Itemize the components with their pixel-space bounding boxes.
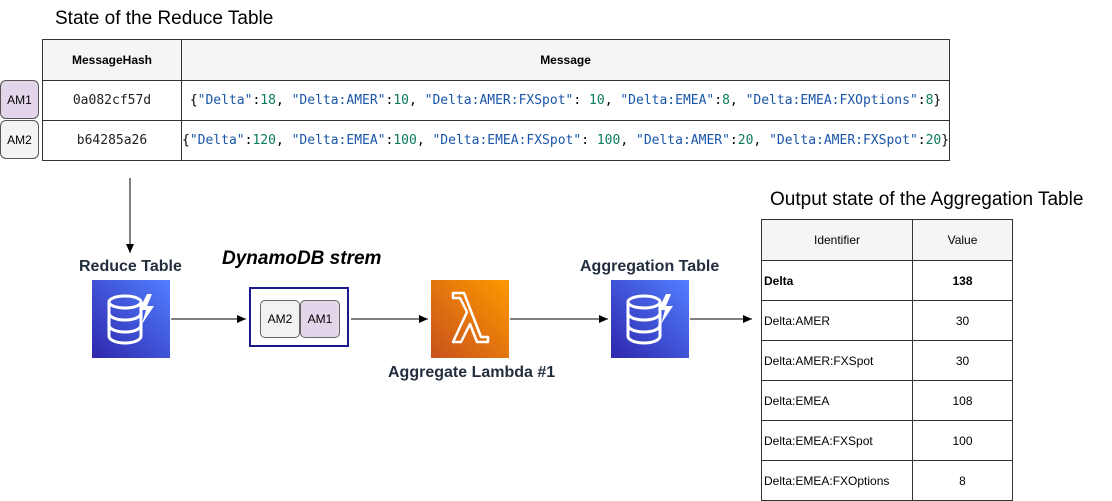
dynamodb-stream: AM2 AM1 (249, 287, 349, 347)
json-key: "Delta:EMEA" (620, 93, 715, 108)
json-punct: : (917, 133, 926, 148)
stream-title: DynamoDB strem (222, 248, 382, 269)
lambda-label: Aggregate Lambda #1 (388, 364, 556, 381)
json-key: "Delta:AMER" (291, 93, 386, 108)
message-hash: b64285a26 (42, 120, 182, 161)
message-json: {"Delta":18, "Delta:AMER":10, "Delta:AME… (180, 80, 951, 121)
json-key: "Delta:AMER:FXSpot" (769, 133, 918, 148)
json-punct: : (252, 93, 261, 108)
json-punct: : (573, 93, 590, 108)
identifier-cell: Delta:EMEA (761, 380, 913, 421)
value-cell: 100 (912, 420, 1013, 461)
reduce-table-title: State of the Reduce Table (55, 8, 274, 29)
am2-tag: AM2 (0, 120, 39, 159)
stream-item-am1: AM1 (300, 300, 340, 338)
output-table-title: Output state of the Aggregation Table (770, 189, 1084, 210)
json-number: 120 (252, 133, 276, 148)
json-key: "Delta:EMEA:FXSpot" (432, 133, 582, 148)
json-key: "Delta:EMEA" (291, 133, 386, 148)
identifier-cell: Delta:AMER:FXSpot (761, 340, 913, 381)
json-punct: : (917, 93, 926, 108)
header-message: Message (180, 39, 951, 81)
dynamodb-icon (92, 280, 170, 358)
json-key: "Delta:AMER" (636, 133, 730, 148)
message-json: {"Delta":120, "Delta:EMEA":100, "Delta:E… (180, 120, 951, 161)
reduce-state-table: MessageHash Message 0a082cf57d {"Delta":… (42, 39, 951, 161)
json-key: "Delta:EMEA:FXOptions" (745, 93, 918, 108)
json-number: 100 (596, 133, 621, 148)
json-number: 8 (925, 93, 934, 108)
reduce-table-label: Reduce Table (79, 258, 182, 275)
json-number: 10 (589, 93, 605, 108)
value-cell: 8 (912, 460, 1013, 501)
lambda-icon (431, 280, 509, 358)
identifier-cell: Delta:AMER (761, 300, 913, 341)
table-row: Delta:EMEA 108 (761, 380, 1013, 421)
json-punct: : (244, 133, 253, 148)
json-number: 10 (393, 93, 409, 108)
value-cell: 108 (912, 380, 1013, 421)
json-key: "Delta" (189, 133, 245, 148)
value-cell: 138 (912, 260, 1013, 301)
json-punct: } (933, 93, 942, 108)
table-row: Delta 138 (761, 260, 1013, 301)
json-punct: , (416, 133, 433, 148)
stream-item-am2: AM2 (260, 300, 300, 338)
json-punct: , (275, 93, 292, 108)
json-punct: : (714, 93, 723, 108)
json-punct: , (753, 133, 770, 148)
value-cell: 30 (912, 340, 1013, 381)
json-key: "Delta" (197, 93, 253, 108)
json-number: 8 (722, 93, 730, 108)
json-punct: : (581, 133, 597, 148)
json-punct: : (729, 133, 738, 148)
json-punct: { (189, 93, 198, 108)
json-punct: , (409, 93, 425, 108)
json-punct: } (941, 133, 950, 148)
json-punct: , (604, 93, 621, 108)
header-value: Value (912, 219, 1013, 261)
json-punct: , (620, 133, 636, 148)
message-hash: 0a082cf57d (42, 80, 182, 121)
am1-tag: AM1 (0, 80, 39, 119)
json-punct: : (385, 133, 394, 148)
json-number: 18 (260, 93, 276, 108)
aggregation-table-label: Aggregation Table (580, 258, 720, 275)
dynamodb-icon (611, 280, 689, 358)
header-identifier: Identifier (761, 219, 913, 261)
json-punct: , (275, 133, 292, 148)
table-row: Delta:EMEA:FXOptions 8 (761, 460, 1013, 501)
json-key: "Delta:AMER:FXSpot" (424, 93, 574, 108)
json-punct: , (729, 93, 746, 108)
table-row: Delta:EMEA:FXSpot 100 (761, 420, 1013, 461)
table-row: Delta:AMER:FXSpot 30 (761, 340, 1013, 381)
json-number: 20 (737, 133, 754, 148)
json-number: 20 (925, 133, 942, 148)
aggregation-output-table: Identifier Value Delta 138 Delta:AMER 30… (761, 219, 1013, 501)
identifier-cell: Delta:EMEA:FXOptions (761, 460, 913, 501)
table-row: Delta:AMER 30 (761, 300, 1013, 341)
json-number: 100 (393, 133, 417, 148)
json-punct: { (182, 133, 190, 148)
json-punct: : (385, 93, 394, 108)
table-row: b64285a26 {"Delta":120, "Delta:EMEA":100… (42, 120, 951, 161)
identifier-cell: Delta (761, 260, 913, 301)
value-cell: 30 (912, 300, 1013, 341)
identifier-cell: Delta:EMEA:FXSpot (761, 420, 913, 461)
table-row: 0a082cf57d {"Delta":18, "Delta:AMER":10,… (42, 80, 951, 121)
